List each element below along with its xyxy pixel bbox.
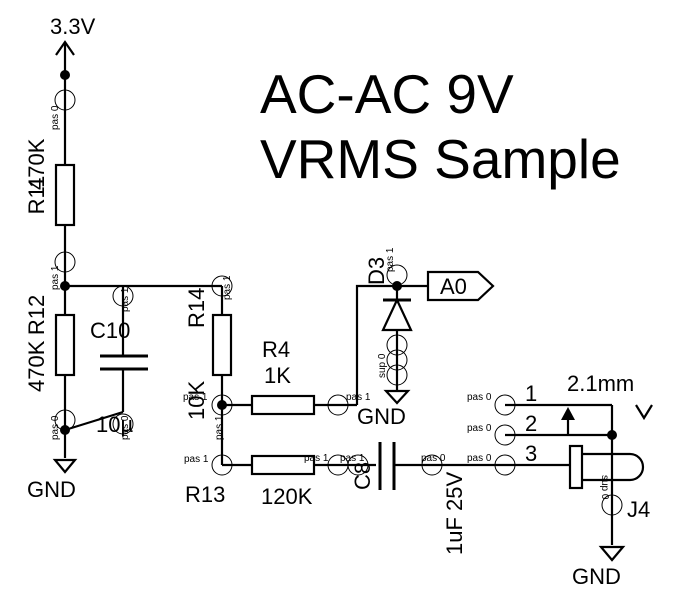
junction-dot [607,430,617,440]
r4-pin-tag-left: pas 1 [183,392,208,403]
j4-pin2-tag: pas 0 [467,423,492,434]
r4-pin-tag-right: pas 1 [346,392,371,403]
c10-value: 10µ [96,412,133,437]
r14-pin-tag-bottom: pas 1 [214,415,225,440]
r12-pin-tag-bottom: pas 0 [50,415,61,440]
r14-ref: R14 [184,288,209,328]
pin-circle [386,364,408,386]
r4-ref: R4 [262,337,290,362]
net-label-a0: A0 [440,274,467,299]
r11-ref: R11 [24,176,49,215]
j4-pin3-number: 3 [525,441,537,466]
c10-ref: C10 [90,318,130,343]
pin-circle [601,494,623,516]
c8-pin-tag-right: pas 0 [421,453,446,464]
j4-ref: J4 [627,497,650,522]
r11-pin-tag-bottom: pas 1 [50,265,61,290]
pin-circle [112,285,134,307]
j4-pin1-number: 1 [525,381,537,406]
j4-pin1-tag: pas 0 [467,392,492,403]
title-line-1: AC-AC 9V [260,63,514,125]
c8-ref: C8 [350,462,375,490]
wire-to-a0 [355,284,397,405]
pin-circle [327,394,349,416]
ground-symbol-left [52,458,78,474]
title-line-2: VRMS Sample [260,128,621,190]
supply-3v3-label: 3.3V [50,14,96,39]
pin-circle [386,264,408,286]
d3-ref: D3 [364,257,389,285]
r13-ref: R13 [185,482,225,507]
r14-pin-tag-top: pas 1 [222,275,233,300]
pin-circle [386,334,408,356]
pin-circle [421,454,443,476]
ground-symbol-j4 [598,545,626,562]
c8-pin-tag-left: pas 1 [340,453,365,464]
resistor-r12 [54,313,76,377]
j4-switch-arrow [561,407,575,420]
r12-ref: R12 [24,295,49,335]
ground-symbol-d3 [383,389,411,405]
j4-barrel-pin [582,452,645,482]
pin-circle [54,89,76,111]
supply-3v3-symbol [55,40,75,75]
r13-value: 120K [261,484,313,509]
resistor-r14 [211,313,233,377]
r13-pin-tag-right: pas 1 [304,453,329,464]
junction-dot [60,70,70,80]
c10-pin-tag-top: pas 1 [120,287,131,312]
wire-c10-gnd [64,410,124,432]
diode-d3 [381,297,413,332]
ground-label-d3: GND [357,404,406,429]
pin-circle [211,275,233,297]
j4-pin3-tag: pas 0 [467,453,492,464]
j4-contact-v [635,404,653,421]
j4-pin2-number: 2 [525,411,537,436]
r13-pin-tag-left: pas 1 [184,454,209,465]
d3-pin-tag-bottom: sup 0 [377,353,388,378]
resistor-r11 [54,163,76,227]
pin-circle [347,454,369,476]
r11-value: 470K [24,138,49,190]
pin-circle [54,251,76,273]
d3-pin-tag-top: pas 1 [385,247,396,272]
j4-value: 2.1mm [567,371,634,396]
j4-barrel-sleeve [568,444,584,490]
net-label-a0-flag [426,270,495,302]
r14-value: 10K [184,381,209,420]
resistor-r4 [250,394,316,416]
c10-pin-tag-bottom: pas 0 [120,415,131,440]
r4-value: 1K [264,363,291,388]
pin-circle [494,454,516,476]
ground-label-left: GND [27,477,76,502]
r12-value: 470K [24,340,49,392]
pin-circle [112,413,134,435]
r11-pin-tag-top: pas 0 [50,105,61,130]
pin-circle [494,424,516,446]
j4-gnd-pin-tag: sup 0 [599,475,610,500]
pin-circle [386,349,408,371]
ground-label-j4: GND [572,564,621,589]
pin-circle [494,394,516,416]
c8-value: 1uF 25V [442,472,467,555]
